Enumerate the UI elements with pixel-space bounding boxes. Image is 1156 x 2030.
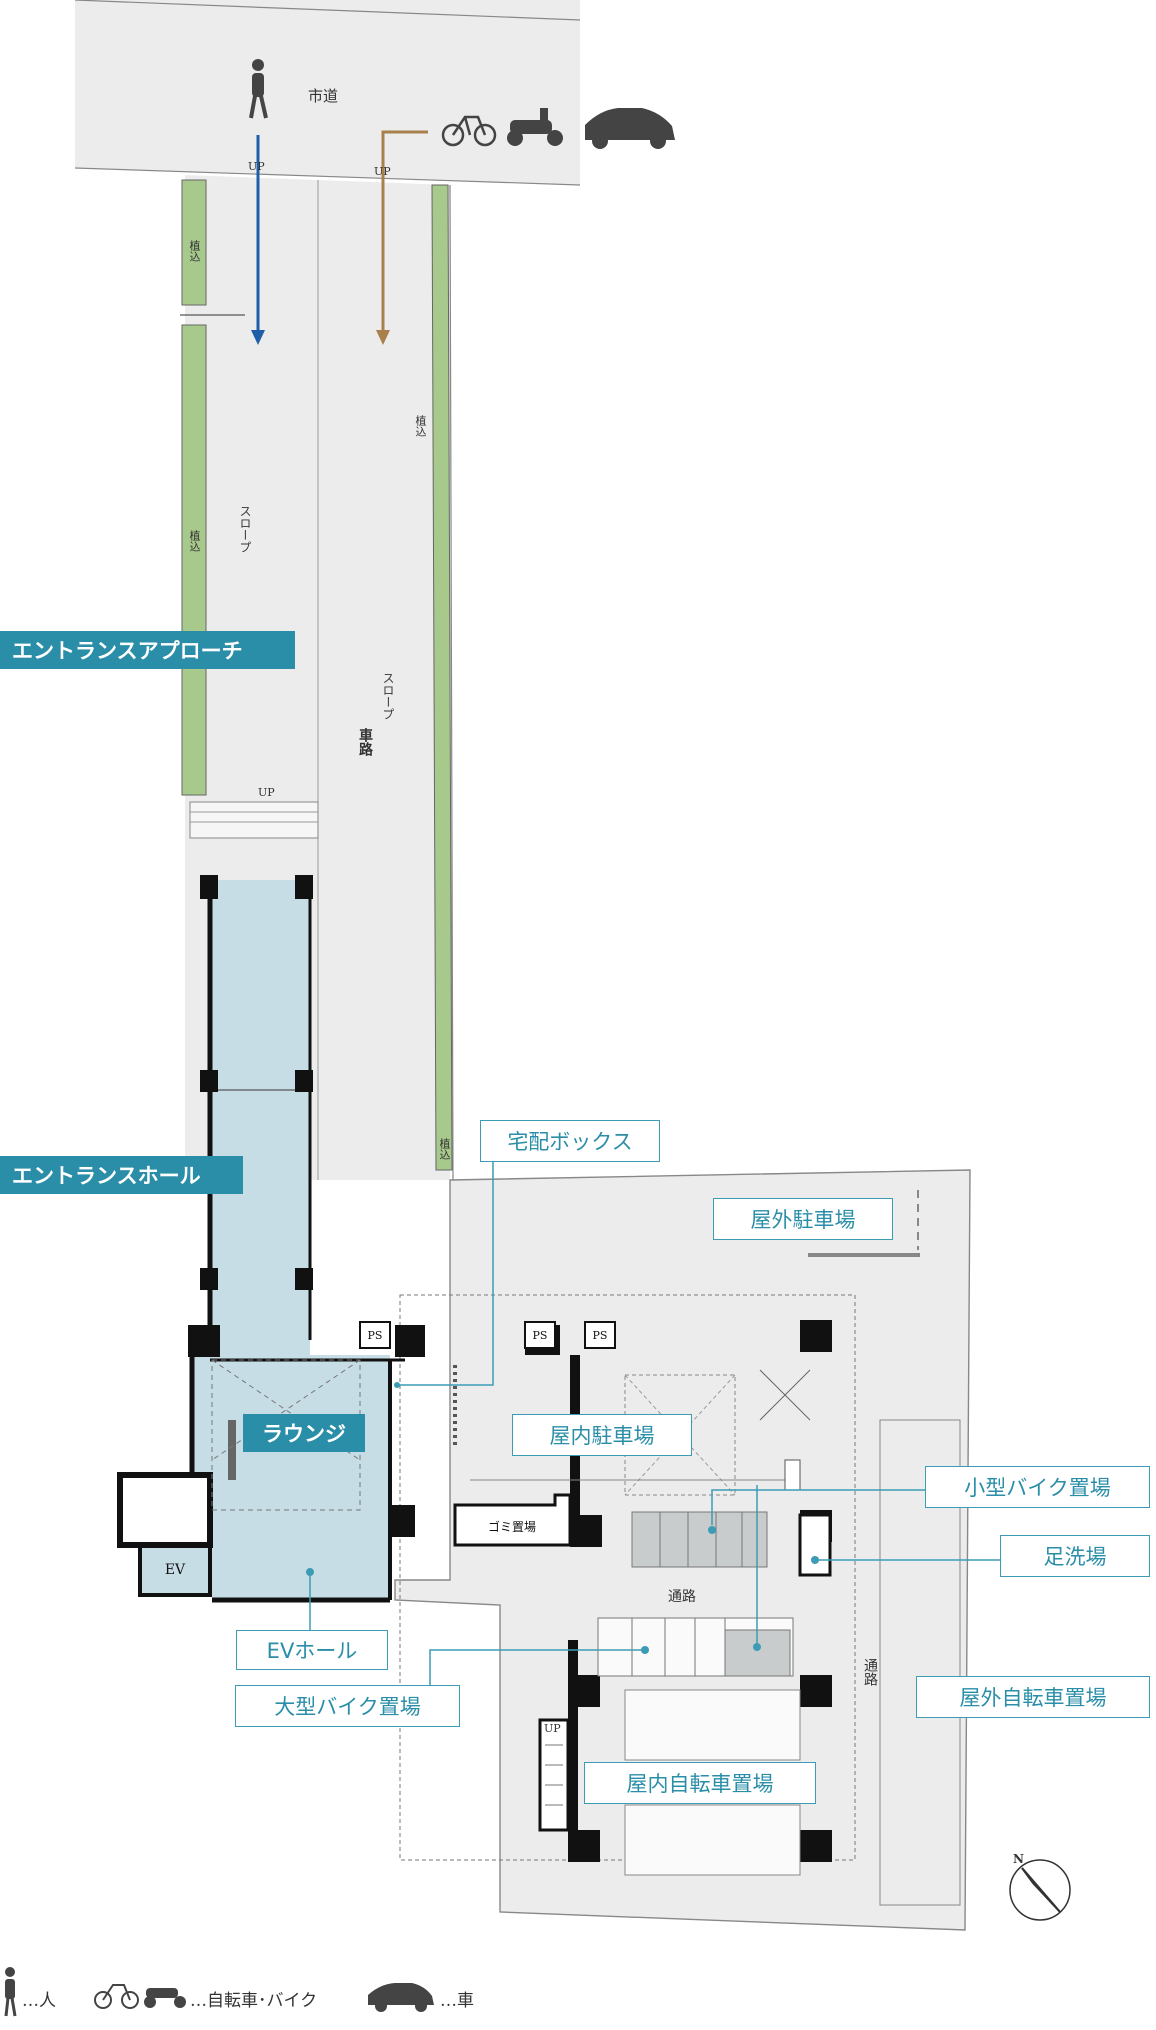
planting-east: [431, 184, 453, 1171]
north-label: N: [1013, 1852, 1024, 1866]
ps-tag-1: PS: [367, 1328, 383, 1342]
indoor-bicycle-label: 屋内自転車置場: [584, 1762, 816, 1804]
city-road-label: 市道: [308, 87, 339, 105]
legend-car-text: …車: [440, 1991, 474, 2011]
ps-tag-2: PS: [532, 1328, 548, 1342]
small-bike-area: [631, 1511, 768, 1568]
outdoor-bicycle-label: 屋外自転車置場: [916, 1676, 1150, 1718]
ev-area: [138, 1543, 212, 1597]
vehicle-route-arrow: [381, 130, 428, 335]
ps-tag-3: PS: [592, 1328, 608, 1342]
planting-west-1: [181, 179, 207, 306]
planting-label-4: 植込: [438, 1138, 451, 1160]
planting-label-2: 植込: [188, 530, 201, 552]
garbage-label: ゴミ置場: [487, 1519, 536, 1534]
entrance-approach-label: エントランスアプローチ: [0, 631, 295, 669]
lounge-label: ラウンジ: [243, 1414, 365, 1452]
foot-wash-label: 足洗場: [1000, 1535, 1150, 1577]
slope-label-2: スロープ: [381, 672, 395, 720]
legend-bicycle-bike-text: …自転車･バイク: [190, 1991, 318, 2011]
north-compass: [1009, 1859, 1071, 1921]
legend-person-text: …人: [22, 1991, 56, 2011]
up-mark-pedestrian: UP: [248, 160, 265, 173]
legend-bicycle-icon: [94, 1984, 139, 2009]
car-icon: [585, 108, 675, 149]
person-icon: [249, 59, 268, 119]
indoor-parking-label: 屋内駐車場: [512, 1414, 692, 1456]
delivery-box-label: 宅配ボックス: [480, 1120, 660, 1162]
planting-west-2: [181, 324, 207, 796]
city-road-area: [75, 0, 580, 185]
ev-tag: EV: [164, 1562, 186, 1578]
up-mark-stairs: UP: [544, 1722, 561, 1735]
planting-label-3: 植込: [414, 415, 427, 437]
bicycle-icon: [441, 115, 497, 147]
entrance-hall-area: [210, 880, 310, 1360]
up-mark-vehicle: UP: [374, 165, 391, 178]
entrance-hall-label: エントランスホール: [0, 1156, 243, 1194]
planting-label-1: 植込: [188, 240, 201, 262]
outdoor-parking-label: 屋外駐車場: [713, 1198, 893, 1240]
car-road-label: 車路: [357, 728, 373, 756]
large-bike-label: 大型バイク置場: [235, 1685, 460, 1727]
legend-car-icon: [368, 1983, 434, 2012]
legend-scooter-icon: [144, 1988, 186, 2008]
legend-person-icon: [4, 1967, 17, 2017]
corridor-label-2: 通路: [862, 1658, 878, 1686]
scooter-icon: [507, 108, 563, 146]
up-mark-steps: UP: [258, 786, 275, 799]
small-bike-label: 小型バイク置場: [925, 1466, 1150, 1508]
ev-hall-label: EVホール: [236, 1630, 388, 1670]
slope-label-1: スロープ: [238, 505, 252, 553]
corridor-label-1: 通路: [668, 1589, 696, 1605]
